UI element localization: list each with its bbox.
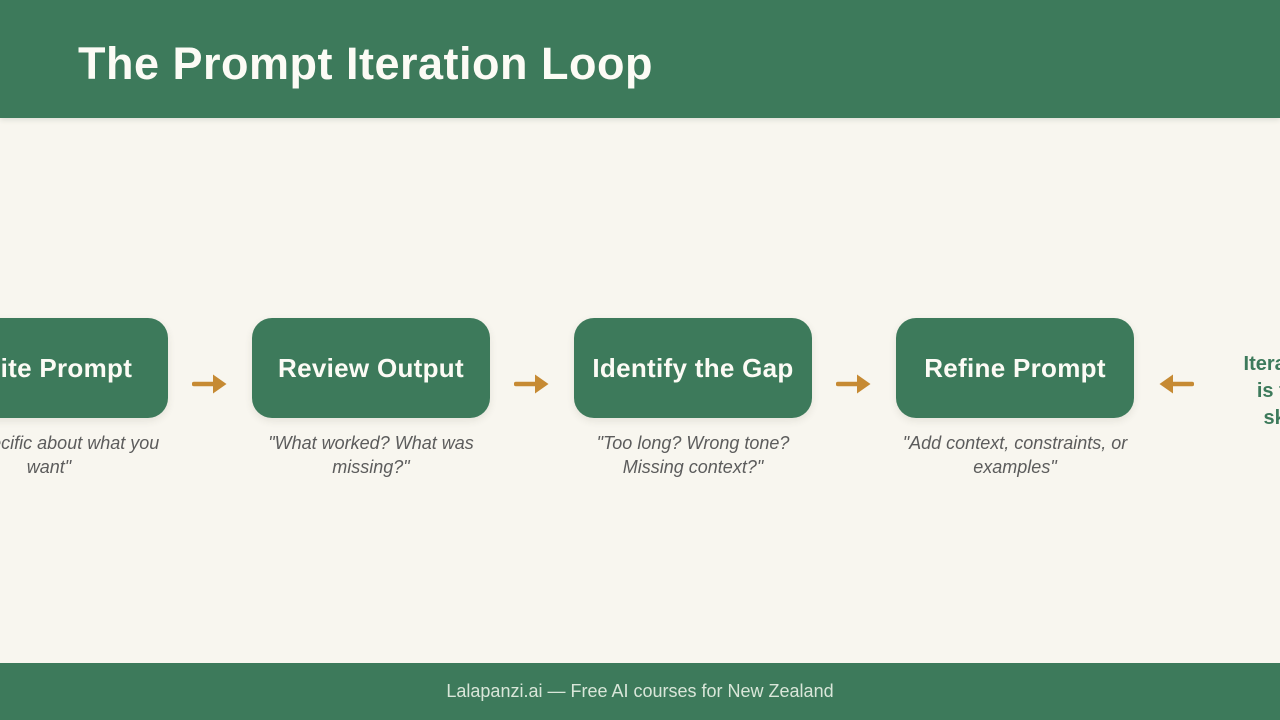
footer-text: Lalapanzi.ai — Free AI courses for New Z… <box>446 681 834 701</box>
header: The Prompt Iteration Loop <box>0 0 1280 118</box>
step-box-refine-prompt: Refine Prompt <box>896 318 1134 418</box>
step-caption: "What worked? What was missing?" <box>268 433 474 477</box>
step-caption: "Be specific about what you want" <box>0 433 160 477</box>
step-write-prompt: Write Prompt "Be specific about what you… <box>0 318 168 480</box>
step-box-identify-gap: Identify the Gap <box>574 318 812 418</box>
step-caption: "Too long? Wrong tone? Missing context?" <box>596 433 790 477</box>
step-identify-gap: Identify the Gap "Too long? Wrong tone? … <box>574 318 812 480</box>
step-box-write-prompt: Write Prompt <box>0 318 168 418</box>
step-title: Review Output <box>278 352 464 383</box>
page-title: The Prompt Iteration Loop <box>78 38 653 89</box>
step-title: Identify the Gap <box>592 352 794 383</box>
step-title: Write Prompt <box>0 352 133 383</box>
step-title: Refine Prompt <box>924 352 1106 383</box>
arrow-right-icon <box>514 374 549 394</box>
step-review-output: Review Output "What worked? What was mis… <box>252 318 490 480</box>
step-box-review-output: Review Output <box>252 318 490 418</box>
step-refine-prompt: Refine Prompt "Add context, constraints,… <box>896 318 1134 480</box>
footer: Lalapanzi.ai — Free AI courses for New Z… <box>0 663 1280 720</box>
arrow-left-icon <box>1159 374 1194 394</box>
arrow-right-icon <box>836 374 871 394</box>
loop-label: Iteration is the skill <box>1243 353 1280 429</box>
flow-diagram: Write Prompt "Be specific about what you… <box>0 318 1280 480</box>
arrow-right-icon <box>192 374 227 394</box>
step-caption: "Add context, constraints, or examples" <box>902 433 1128 477</box>
